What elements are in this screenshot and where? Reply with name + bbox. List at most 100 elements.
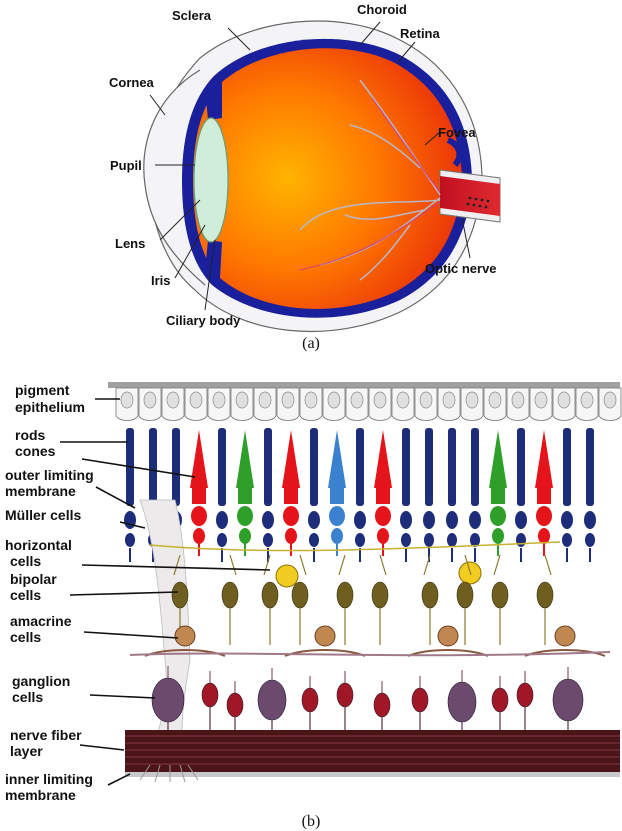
label-amacrine-2: cells [10, 629, 41, 645]
pigment-nucleus [120, 391, 134, 409]
bipolar-cell [421, 554, 439, 645]
rod-photoreceptor [446, 428, 458, 562]
pigment-nucleus [511, 391, 525, 409]
retina-leader [397, 41, 416, 63]
inner-limiting-membrane [125, 772, 620, 777]
label-bipolar-2: cells [10, 587, 41, 603]
pigment-epithelium [115, 387, 622, 421]
label-bipolar-1: bipolar [10, 571, 57, 587]
red-cone-photoreceptor [190, 430, 208, 556]
ganglion-cell-layer [151, 666, 584, 732]
label-lens: Lens [115, 236, 145, 251]
rod-photoreceptor [515, 428, 527, 562]
muller-endfeet [139, 764, 199, 783]
ganglion-cell [491, 676, 509, 732]
pigment-nucleus [143, 391, 157, 409]
label-horizontal-1: horizontal [5, 537, 72, 553]
fovea [446, 137, 463, 167]
rod-photoreceptor [561, 428, 573, 562]
ganglion-cell [552, 667, 584, 732]
pigment-nucleus [258, 391, 272, 409]
label-optic-nerve: Optic nerve [425, 261, 497, 276]
label-epithelium: epithelium [15, 399, 85, 415]
label-rods: rods [15, 427, 46, 443]
horizontal-cell-processes [149, 541, 561, 552]
red-cone-photoreceptor [535, 430, 553, 556]
label-nfl-2: layer [10, 743, 43, 759]
rod-photoreceptor [216, 428, 228, 562]
label-pupil: Pupil [110, 158, 142, 173]
bipolar-cell-layer [171, 554, 554, 645]
label-sclera: Sclera [172, 8, 212, 23]
inner-plexiform-processes [129, 651, 611, 657]
pigment-nucleus [488, 391, 502, 409]
bipolar-cell [261, 554, 279, 645]
ciliary-body [205, 240, 222, 278]
eye-diagram: Sclera Choroid Retina Cornea Fovea Pupil… [109, 2, 501, 352]
pigment-nucleus [189, 391, 203, 409]
red-cone-photoreceptor [374, 430, 392, 556]
green-cone-photoreceptor [489, 430, 507, 556]
ganglion-cell [301, 676, 319, 732]
rod-photoreceptor [308, 428, 320, 562]
sclera-leader [227, 27, 251, 51]
rod-photoreceptor [469, 428, 481, 562]
label-fovea: Fovea [438, 125, 476, 140]
bipolar-cell [171, 554, 189, 645]
pigment-nucleus [235, 391, 249, 409]
label-ganglion-1: ganglion [12, 673, 70, 689]
iris-leader [174, 224, 206, 279]
label-arrows [60, 398, 271, 786]
label-olm-2: membrane [5, 483, 76, 499]
lens-leader [159, 199, 201, 241]
iris [205, 82, 222, 120]
label-retina: Retina [400, 26, 441, 41]
label-horizontal-2: cells [10, 553, 41, 569]
label-choroid: Choroid [357, 2, 407, 17]
ganglion-cell [411, 676, 429, 732]
label-ilm-1: inner limiting [5, 771, 93, 787]
pigment-nucleus [166, 391, 180, 409]
pigment-nucleus [465, 391, 479, 409]
pigment-nucleus [373, 391, 387, 409]
pigment-nucleus [327, 391, 341, 409]
pigment-nucleus [350, 391, 364, 409]
bipolar-cell [456, 554, 474, 645]
caption-a: (a) [302, 335, 320, 352]
optic-nerve [439, 169, 501, 223]
label-iris: Iris [151, 273, 171, 288]
pigment-nucleus [534, 391, 548, 409]
pigment-nucleus [557, 391, 571, 409]
pigment-nucleus [419, 391, 433, 409]
pigment-nucleus [304, 391, 318, 409]
label-ilm-2: membrane [5, 787, 76, 803]
label-cones: cones [15, 443, 56, 459]
horizontal-cell [275, 564, 299, 588]
bipolar-cell [336, 554, 354, 645]
label-nfl-1: nerve fiber [10, 727, 82, 743]
red-cone-photoreceptor [282, 430, 300, 556]
caption-b: (b) [302, 813, 321, 830]
ciliary-leader [204, 239, 216, 311]
green-cone-photoreceptor [236, 430, 254, 556]
ganglion-cell [201, 671, 219, 732]
bipolar-cell [221, 554, 239, 645]
pigment-nucleus [603, 391, 617, 409]
label-ganglion-2: cells [12, 689, 43, 705]
photoreceptor-layer [124, 428, 596, 562]
pigment-nucleus [396, 391, 410, 409]
ganglion-cell [447, 670, 477, 732]
label-olm-1: outer limiting [5, 467, 94, 483]
ganglion-cell [226, 681, 244, 732]
ganglion-cell [336, 671, 354, 732]
fovea-leader [424, 131, 441, 146]
pigment-nucleus [281, 391, 295, 409]
retina [193, 48, 462, 309]
label-muller: Müller cells [5, 507, 81, 523]
caption-b-wrap: (b) [302, 813, 321, 830]
cornea-leader [149, 94, 166, 116]
amacrine-cell [407, 625, 489, 657]
nerve-fiber-layer [125, 730, 620, 772]
choroid-leader [359, 21, 381, 46]
label-pigment: pigment [15, 382, 70, 398]
